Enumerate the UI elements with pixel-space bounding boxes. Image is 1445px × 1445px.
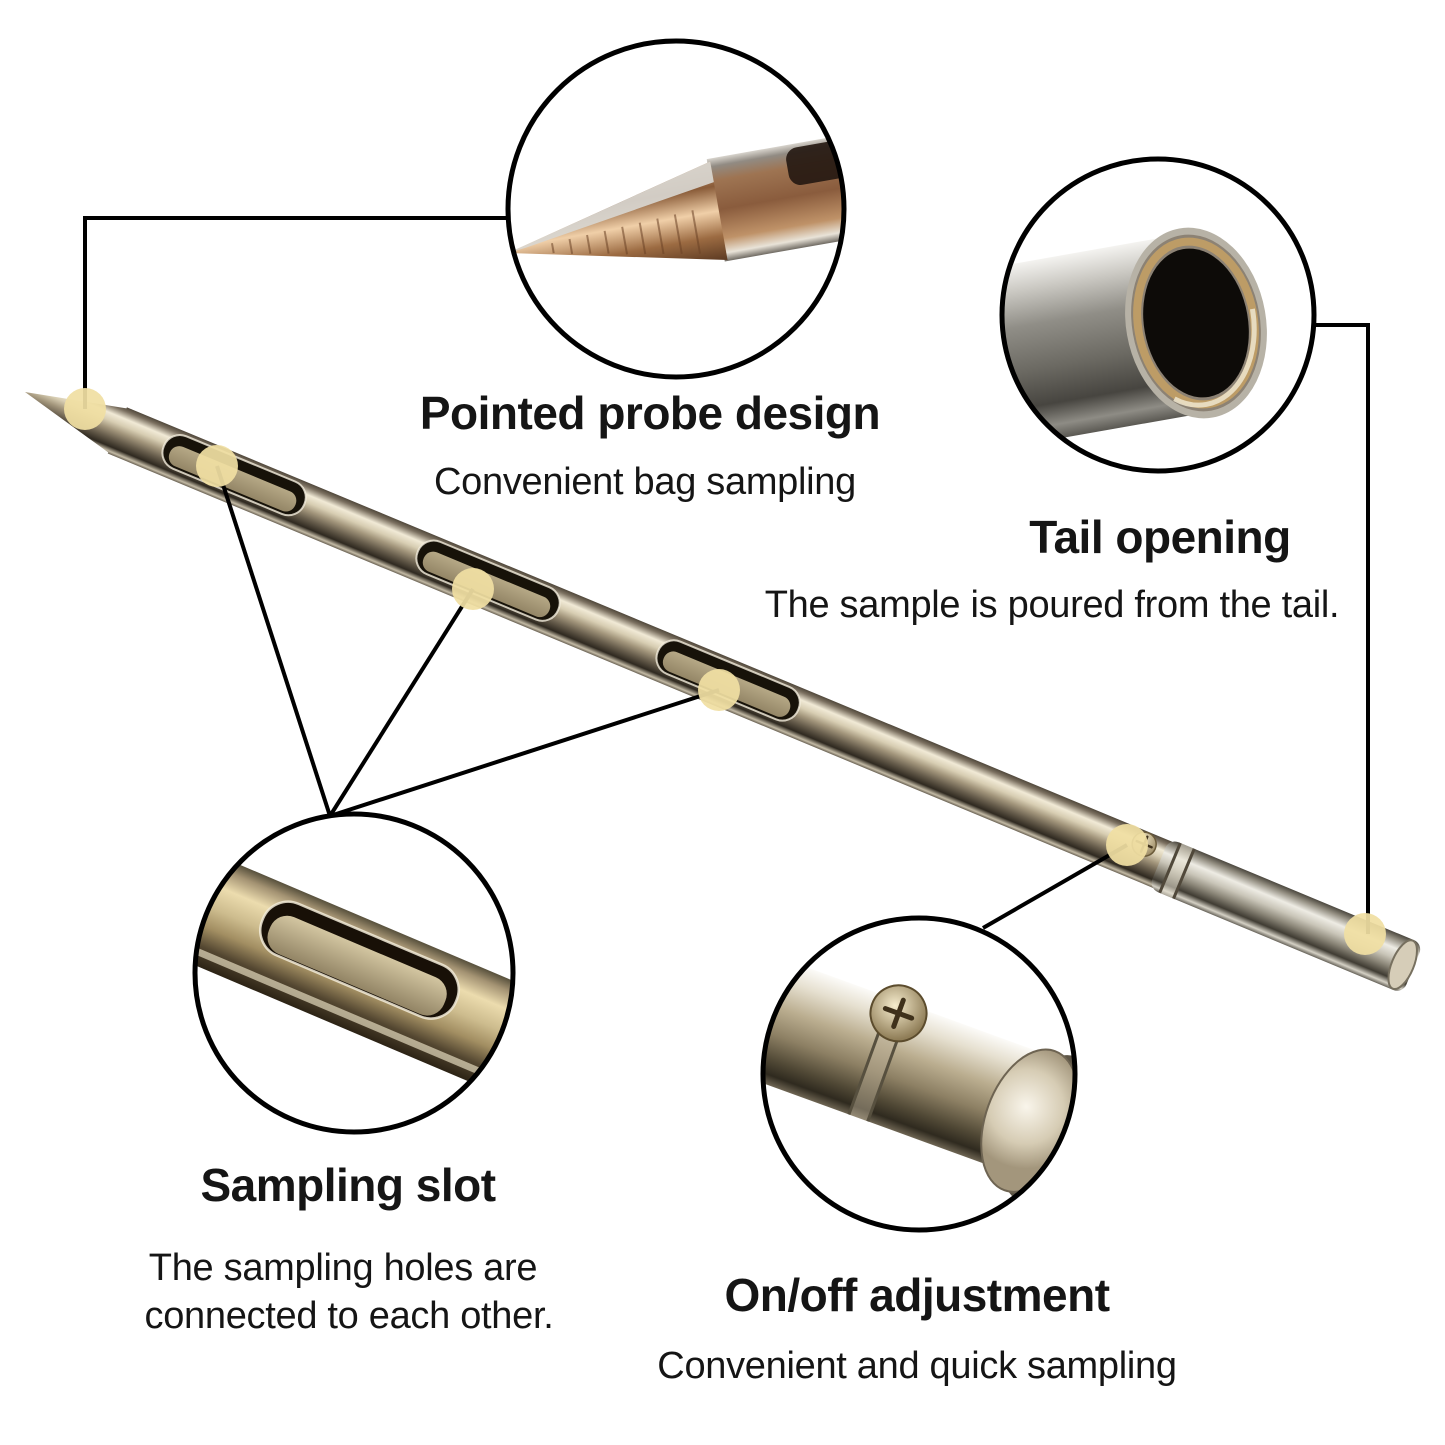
tail-opening-circle-outline: [999, 156, 1317, 474]
sampling-slot-subtitle-line-2: connected to each other.: [144, 1295, 554, 1337]
tail-opening-title: Tail opening: [1029, 511, 1291, 563]
on-off-adjustment-photo: [763, 954, 1075, 1206]
detail-circle-on-off-adjustment: [760, 915, 1078, 1233]
connector-tail-line: [1314, 323, 1370, 934]
pointed-probe-title: Pointed probe design: [419, 387, 881, 439]
connector-slot-fan-line-2: [328, 587, 475, 818]
marker-dot-slot-2: [452, 568, 494, 610]
probe-shaft: [107, 407, 1173, 888]
detail-circle-pointed-probe: [505, 38, 847, 380]
connector-slot-fan-line-1: [215, 465, 332, 817]
marker-dot-adjustment: [1106, 824, 1148, 866]
sampling-slot-title: Sampling slot: [200, 1159, 496, 1211]
marker-dot-tip: [64, 388, 106, 430]
detail-circle-tail-opening: [999, 156, 1317, 474]
probe-tail-sleeve: [1151, 841, 1421, 991]
connector-adjustment-line: [982, 843, 1128, 930]
connector-pointed-probe-line: [83, 216, 509, 409]
marker-dot-slot-1: [196, 445, 238, 487]
sampling-slot-circle-outline: [192, 811, 516, 1135]
probe-collar: [1158, 842, 1196, 900]
marker-dot-tail: [1344, 913, 1386, 955]
tail-opening-photo: [1002, 227, 1267, 459]
on-off-title: On/off adjustment: [724, 1269, 1110, 1321]
on-off-circle-outline: [760, 915, 1078, 1233]
marker-dot-slot-3: [698, 669, 740, 711]
pointed-probe-circle-outline: [505, 38, 847, 380]
connector-slot-fan-line-3: [329, 688, 720, 818]
pointed-probe-subtitle: Convenient bag sampling: [434, 461, 856, 503]
detail-circle-sampling-slot: [192, 811, 516, 1135]
probe-tail-end: [1387, 939, 1418, 991]
screw-head: [869, 984, 928, 1043]
sampling-slot-photo: [195, 853, 513, 1093]
tail-opening-subtitle: The sample is poured from the tail.: [764, 584, 1340, 626]
on-off-subtitle: Convenient and quick sampling: [657, 1345, 1177, 1387]
sampling-slot-subtitle-line-1: The sampling holes are: [148, 1247, 538, 1289]
